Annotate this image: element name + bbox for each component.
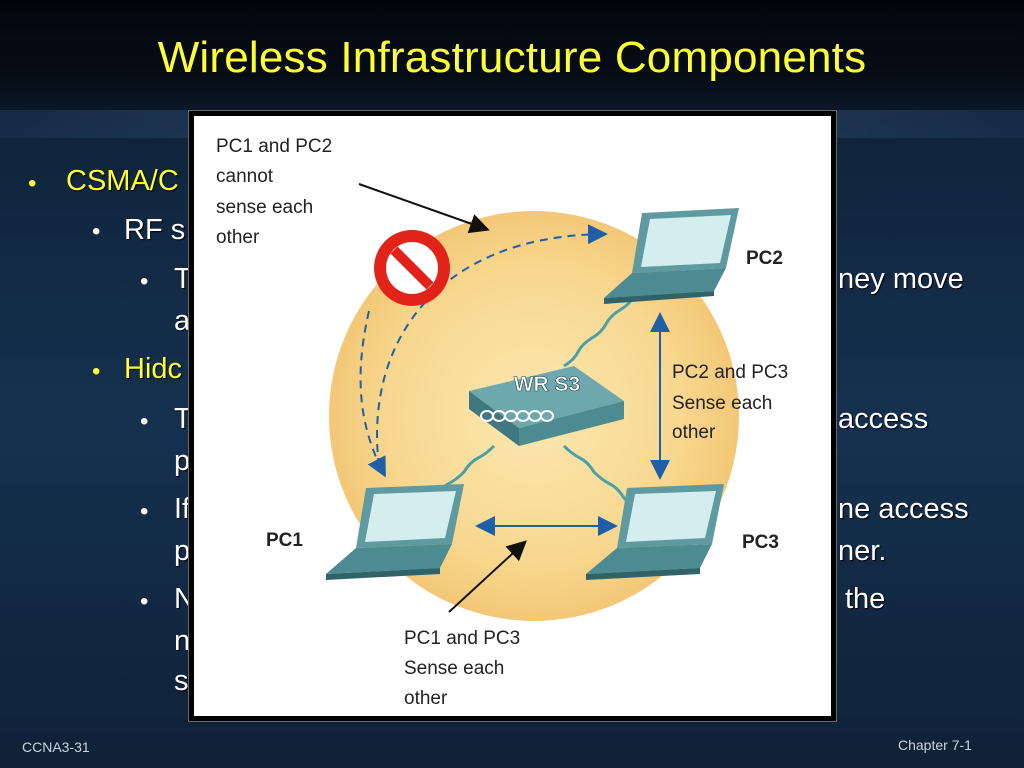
annotation-line: Sense each bbox=[404, 658, 504, 679]
annotation-line: other bbox=[672, 422, 716, 443]
bullet-dot: • bbox=[140, 498, 149, 525]
bullet-text: T bbox=[174, 263, 192, 295]
bullet-dot: • bbox=[140, 408, 149, 435]
bullet-text: a bbox=[174, 305, 191, 337]
annotation-line: other bbox=[216, 227, 260, 248]
footer-left: CCNA3-31 bbox=[22, 739, 90, 755]
annotation-line: Sense each bbox=[672, 393, 772, 414]
bullet-text: access bbox=[838, 403, 929, 435]
bullet-text: p bbox=[174, 445, 191, 477]
annotation-line: PC2 and PC3 bbox=[672, 362, 788, 383]
annotation-line: other bbox=[404, 688, 448, 709]
laptop-icon-pc3 bbox=[586, 484, 724, 580]
bullet-text: Hidc bbox=[124, 353, 183, 385]
bullet-dot: • bbox=[140, 588, 149, 615]
bullet-text: CSMA/C bbox=[66, 165, 179, 197]
pointer-arrow-bottom bbox=[448, 540, 527, 613]
laptop-icon-pc2 bbox=[604, 208, 739, 304]
pointer-arrow-top bbox=[358, 183, 490, 234]
annotation-line: cannot bbox=[216, 166, 274, 187]
access-point-icon bbox=[469, 366, 624, 446]
annotation-line: PC1 and PC2 bbox=[216, 136, 332, 157]
bullet-text: p bbox=[174, 535, 191, 567]
bullet-dot: • bbox=[140, 268, 149, 295]
bullet-text: n bbox=[174, 625, 191, 657]
node-label-pc1: PC1 bbox=[266, 530, 303, 551]
bullet-text: RF s bbox=[124, 214, 186, 246]
ap-label: WR S3 bbox=[514, 373, 581, 396]
bullet-text: ne access bbox=[838, 493, 969, 525]
footer-right: Chapter 7-1 bbox=[898, 737, 972, 753]
dashed-arrow-left bbox=[359, 310, 386, 478]
dashed-arrow-top bbox=[376, 224, 608, 467]
bullet-dot: • bbox=[92, 218, 101, 245]
bullet-text: s bbox=[174, 665, 189, 697]
bullet-text: ney move bbox=[838, 263, 964, 295]
hidden-node-diagram: WR S3 PC2 PC1 PC3 bbox=[216, 136, 788, 709]
bullet-text: T bbox=[174, 403, 192, 435]
laptop-icon-pc1 bbox=[326, 484, 464, 580]
slide-title: Wireless Infrastructure Components bbox=[157, 33, 867, 82]
annotation-line: sense each bbox=[216, 197, 313, 218]
bullet-text: ner. bbox=[838, 535, 887, 567]
bullet-text: If bbox=[174, 493, 191, 525]
bullet-dot: • bbox=[28, 170, 37, 197]
node-label-pc2: PC2 bbox=[746, 248, 783, 269]
hidden-node-figure: WR S3 PC2 PC1 PC3 bbox=[189, 111, 836, 721]
annotation-line: PC1 and PC3 bbox=[404, 628, 520, 649]
no-entry-icon bbox=[374, 230, 450, 306]
node-label-pc3: PC3 bbox=[742, 532, 779, 553]
bullet-text: the bbox=[845, 583, 886, 615]
bullet-dot: • bbox=[92, 358, 101, 385]
